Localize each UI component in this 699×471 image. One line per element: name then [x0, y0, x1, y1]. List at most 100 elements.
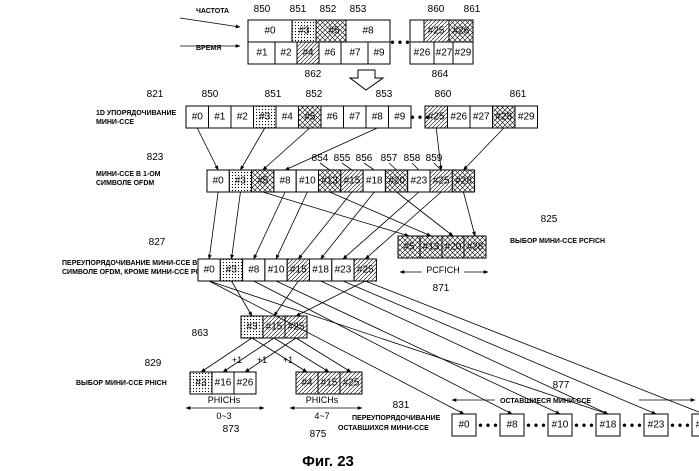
mapping-arrow — [274, 281, 298, 316]
reorder-row: #0#3#8#10#15#18#23#25 — [198, 259, 376, 281]
mini-cce-label: #8 — [372, 112, 384, 123]
remaining-ellipsis: • • • — [574, 418, 593, 432]
mapping-arrow — [463, 192, 475, 236]
mini-cce-label: #5 — [403, 242, 415, 253]
remaining-reorder-label: ОСТАВШИХСЯ МИНИ-ССЕ — [338, 425, 429, 432]
grid-cell: #1 — [256, 48, 268, 59]
ref-lead-line — [342, 163, 352, 170]
ref-label: 860 — [428, 4, 445, 15]
ordering-1d-label: МИНИ-ССЕ — [96, 119, 134, 126]
top-grid-ellipsis: • • • — [390, 35, 409, 49]
ref-label: 871 — [433, 283, 450, 294]
mini-cce-label: #25 — [343, 378, 360, 389]
grid-cell: #28 — [453, 26, 470, 37]
mini-cce-label: #0 — [213, 176, 225, 187]
grid-cell: #6 — [324, 48, 336, 59]
ref-label: 850 — [202, 89, 219, 100]
mapping-arrow — [209, 281, 608, 414]
mini-cce-label: #10 — [299, 176, 316, 187]
mini-cce-label: #3 — [195, 378, 207, 389]
grid-cell: #8 — [362, 26, 374, 37]
mini-cce-label: #10 — [268, 265, 285, 276]
grid-cell: #25 — [428, 26, 445, 37]
phich-range-b: 4~7 — [314, 411, 329, 421]
frequency-axis-label: ЧАСТОТА — [196, 8, 229, 15]
ref-label: 854 — [312, 153, 329, 164]
mini-cce-label: #15 — [344, 176, 361, 187]
ref-label: 861 — [510, 89, 527, 100]
mini-cce-label: #28 — [495, 112, 512, 123]
figure-caption: Фиг. 23 — [302, 453, 354, 470]
grid-cell: #27 — [436, 48, 453, 59]
mapping-arrow — [321, 192, 375, 259]
mini-cce-label: #4 — [301, 378, 313, 389]
mini-cce-label: #3 — [235, 176, 247, 187]
ref-label: 858 — [404, 153, 421, 164]
remaining-reorder-label: ПЕРЕУПОРЯДОЧИВАНИЕ — [352, 415, 441, 422]
mapping-arrow — [263, 128, 310, 170]
mini-cce-label: #15 — [266, 322, 283, 333]
pcfich-name: PCFICH — [426, 265, 460, 275]
top-grid-right: #25 #28 #26 #27 #29 — [410, 20, 473, 64]
mini-cce-label: #18 — [312, 265, 329, 276]
pcfich-row: #5#13#20#28 — [398, 236, 486, 258]
mini-cce-label: #13 — [423, 242, 440, 253]
phich-label-a: PHICHs — [208, 395, 241, 405]
ordering-1d-label: 1D УПОРЯДОЧИВАНИЕ — [96, 110, 176, 117]
grid-cell: #2 — [280, 48, 292, 59]
grid-cell: #7 — [349, 48, 361, 59]
mini-cce-label: #29 — [696, 420, 699, 431]
mapping-arrow — [397, 192, 453, 236]
grid-cell: #5 — [328, 26, 340, 37]
grid-cell: #9 — [373, 48, 385, 59]
ref-label: 823 — [147, 152, 164, 163]
ref-label: 852 — [306, 89, 323, 100]
mini-cce-label: #16 — [215, 378, 232, 389]
mapping-arrow — [231, 281, 252, 316]
mini-cce-label: #3 — [259, 112, 271, 123]
mini-cce-label: #15 — [290, 265, 307, 276]
mini-cce-label: #26 — [237, 378, 254, 389]
mini-cce-label: #25 — [428, 112, 445, 123]
mini-cce-label: #7 — [349, 112, 361, 123]
phich-label-b: PHICHs — [306, 395, 339, 405]
ref-lead-line — [389, 163, 397, 170]
ref-label: 851 — [265, 89, 282, 100]
frequency-arrow — [180, 18, 240, 27]
remaining-ellipsis: • • • — [622, 418, 641, 432]
mini-cce-label: #0 — [192, 112, 204, 123]
mini-cce-label: #5 — [304, 112, 316, 123]
mini-cce-label: #9 — [394, 112, 406, 123]
mini-cce-label: #23 — [648, 420, 665, 431]
ref-label: 862 — [305, 69, 322, 80]
ref-label: 863 — [192, 328, 209, 339]
mini-cce-label: #8 — [506, 420, 518, 431]
mini-cce-label: #0 — [204, 265, 216, 276]
mini-cce-label: #25 — [357, 265, 374, 276]
mini-cce-label: #8 — [279, 176, 291, 187]
mini-cce-label: #26 — [450, 112, 467, 123]
mapping-arrow — [197, 128, 218, 170]
grid-cell: #29 — [455, 48, 472, 59]
grid-cell: #0 — [264, 26, 276, 37]
phich-group-a: #3 #16 #26 — [190, 372, 256, 394]
ref-label: 850 — [254, 4, 271, 15]
mini-cce-label: #2 — [237, 112, 249, 123]
mini-cce-label: #25 — [433, 176, 450, 187]
ref-lead-line — [412, 163, 419, 170]
ref-label: 856 — [356, 153, 373, 164]
first-ofdm-row: #0#3#5#8#10#13#15#18#20#23#25#28 — [207, 170, 475, 192]
remaining-row: #0#8#10#18#23#29• • •• • •• • •• • •• • … — [452, 414, 699, 436]
mini-cce-label: #15 — [321, 378, 338, 389]
mini-cce-label: #23 — [411, 176, 428, 187]
ref-label: 875 — [310, 429, 327, 440]
mini-cce-label: #28 — [467, 242, 484, 253]
ref-label: 853 — [376, 89, 393, 100]
mini-cce-label: #18 — [366, 176, 383, 187]
mini-cce-label: #4 — [282, 112, 294, 123]
mini-cce-label: #29 — [518, 112, 535, 123]
mini-cce-label: #23 — [335, 265, 352, 276]
transform-down-arrow — [350, 70, 383, 90]
mini-cce-label: #27 — [473, 112, 490, 123]
